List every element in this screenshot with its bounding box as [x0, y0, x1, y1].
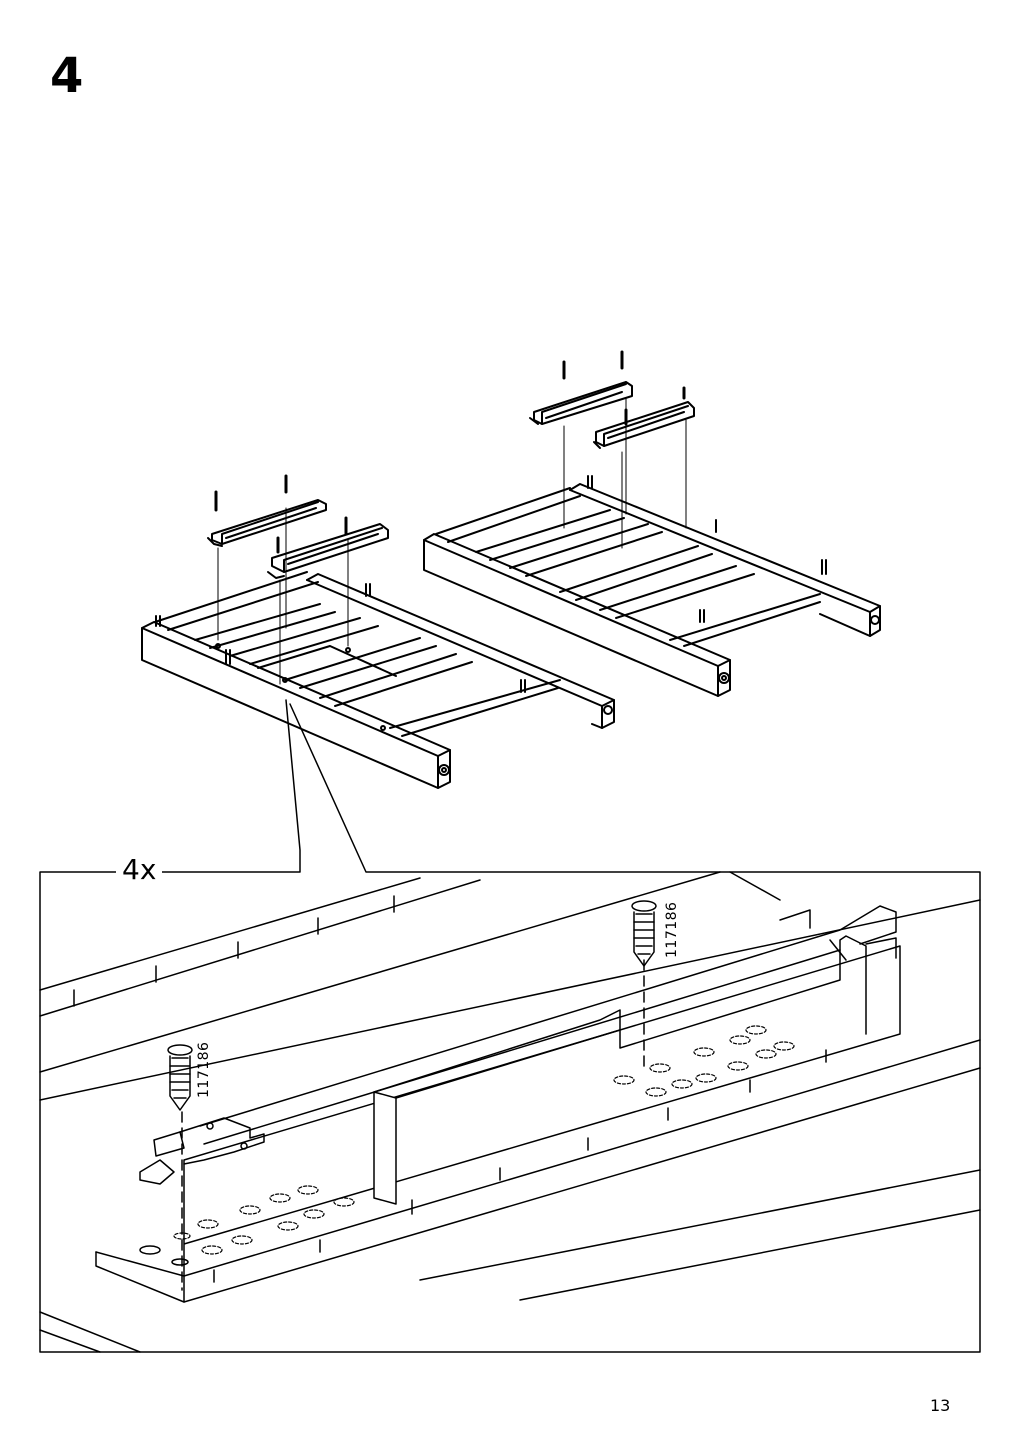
screw-part-number: 117186: [664, 901, 680, 958]
step-number: 4: [50, 48, 84, 104]
left-fittings: [207, 474, 389, 685]
screw-icon: [167, 1044, 193, 1111]
right-frame: [423, 475, 881, 697]
left-frame: [141, 571, 615, 789]
detail-view: [39, 871, 981, 1353]
quantity-label: 4x: [116, 856, 163, 884]
right-fittings: [529, 350, 695, 549]
screw-part-number: 117186: [196, 1041, 212, 1098]
page-number: 13: [930, 1396, 951, 1415]
screw-icon: [631, 900, 657, 967]
